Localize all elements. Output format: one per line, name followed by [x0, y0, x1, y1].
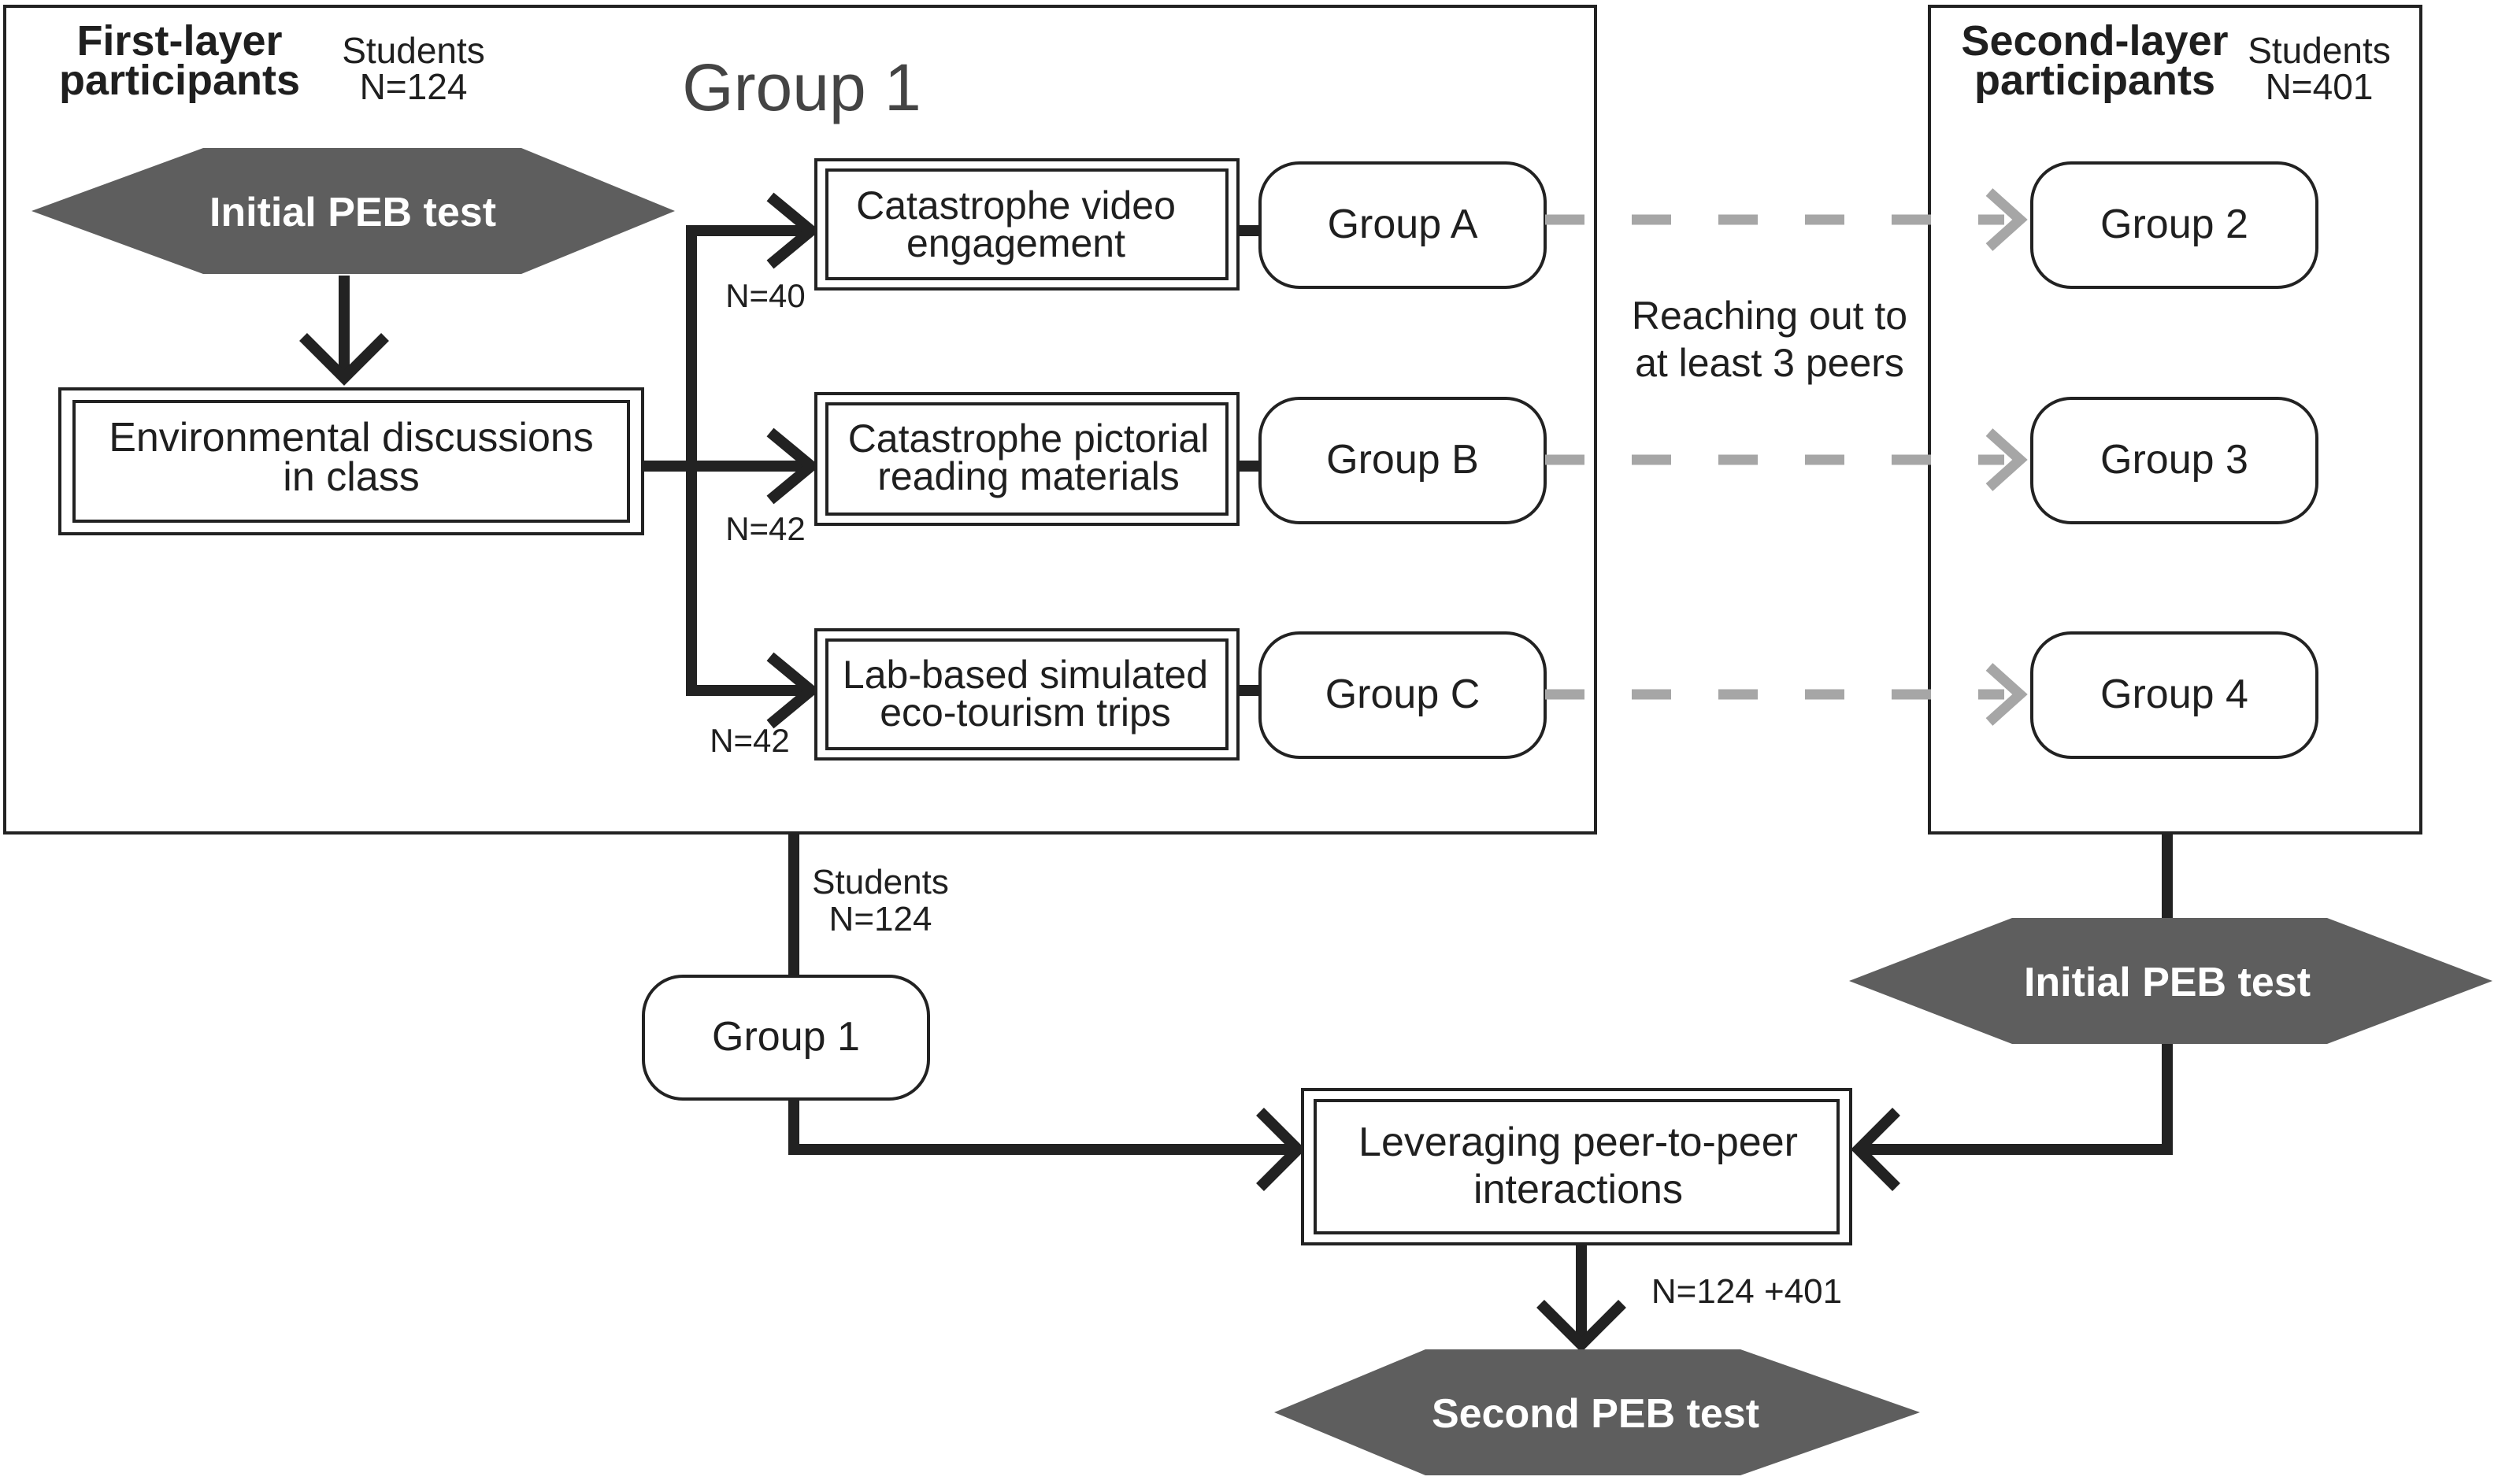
group-2-label: Group 2: [2100, 202, 2248, 247]
first-layer-students-label: Students: [342, 30, 485, 71]
treatment-lab-line1: Lab-based simulated: [843, 653, 1208, 697]
arrow-head-branch-c: [766, 652, 820, 729]
dashed-arrow-head-4: [1985, 663, 2028, 726]
initial-test-hexagon-2: [1849, 918, 2492, 1044]
discussion-box-outer: [58, 387, 644, 535]
lower-students-label: Students: [812, 863, 949, 901]
discussion-line1: Environmental discussions: [109, 415, 594, 461]
second-layer-students-label: Students: [2248, 30, 2391, 71]
second-layer-title-2: participants: [1974, 57, 2215, 104]
group-a-box: [1258, 161, 1547, 289]
treatment-pictorial-line2: reading materials: [877, 454, 1180, 498]
n-label-b: N=42: [725, 510, 806, 547]
group-c-label: Group C: [1325, 672, 1481, 717]
discussion-box-inner: [72, 400, 630, 523]
arrow-head-branch-b: [766, 427, 820, 505]
n-label-c: N=42: [710, 722, 790, 759]
treatment-video-line1: Catastrophe video: [856, 183, 1176, 228]
arrow-head-leverage-left: [1256, 1108, 1306, 1191]
arrow-head-branch-a: [766, 192, 820, 269]
leverage-box-inner: [1314, 1099, 1840, 1234]
dashed-arrow-head-3: [1985, 428, 2028, 491]
second-layer-to-leverage: [1859, 1044, 2173, 1155]
lower-students-n: N=124: [829, 900, 932, 938]
group-2-box: [2030, 161, 2318, 289]
lower-group1-label: Group 1: [712, 1014, 860, 1060]
group-4-box: [2030, 631, 2318, 759]
first-layer-title-2: participants: [59, 57, 300, 104]
initial-test-hexagon-1: [32, 148, 675, 274]
group-3-box: [2030, 397, 2318, 524]
treatment-video-line2: engagement: [906, 221, 1125, 265]
arrow-head-down-final: [1536, 1300, 1626, 1353]
treatment-video: Catastrophe video engagement: [814, 158, 1240, 291]
first-layer-title-1: First-layer: [76, 17, 282, 65]
second-test-label: Second PEB test: [1432, 1391, 1759, 1437]
first-layer-students-n: N=124: [360, 66, 468, 107]
dashed-arrow-head-2: [1985, 188, 2028, 251]
second-layer-title-1: Second-layer: [1961, 17, 2228, 65]
second-layer-students-n: N=401: [2266, 66, 2374, 107]
first-layer-frame: [3, 5, 1597, 835]
group-b-label: Group B: [1326, 437, 1479, 483]
group-4-label: Group 4: [2100, 672, 2248, 717]
leverage-box-outer: [1301, 1088, 1852, 1245]
treatment-lab-line2: eco-tourism trips: [880, 690, 1171, 735]
second-test-hexagon: [1274, 1349, 1920, 1475]
treatment-pictorial-line1: Catastrophe pictorial: [848, 416, 1210, 461]
initial-test-label-1: Initial PEB test: [209, 190, 496, 235]
discussion-line2: in class: [283, 454, 419, 500]
second-layer-frame: [1928, 5, 2422, 835]
group1-title: Group 1: [682, 50, 921, 124]
leverage-line1: Leveraging peer-to-peer: [1358, 1119, 1798, 1165]
n-label-a: N=40: [725, 277, 806, 314]
leverage-line2: interactions: [1473, 1167, 1683, 1212]
lower-group1-box: [642, 975, 930, 1101]
group-a-label: Group A: [1328, 202, 1478, 247]
arrow-head-leverage-right: [1851, 1108, 1900, 1191]
arrow-head-down-1: [299, 333, 389, 386]
treatment-pictorial: Catastrophe pictorial reading materials: [814, 392, 1240, 526]
reaching-out-line1: Reaching out to: [1632, 294, 1907, 338]
group1-connector-bottom: [788, 1099, 1298, 1155]
group-3-label: Group 3: [2100, 437, 2248, 483]
reaching-out-line2: at least 3 peers: [1635, 341, 1904, 385]
treatment-lab: Lab-based simulated eco-tourism trips: [814, 628, 1240, 761]
combined-n-label: N=124 +401: [1651, 1272, 1842, 1311]
initial-test-label-2: Initial PEB test: [2024, 960, 2311, 1005]
